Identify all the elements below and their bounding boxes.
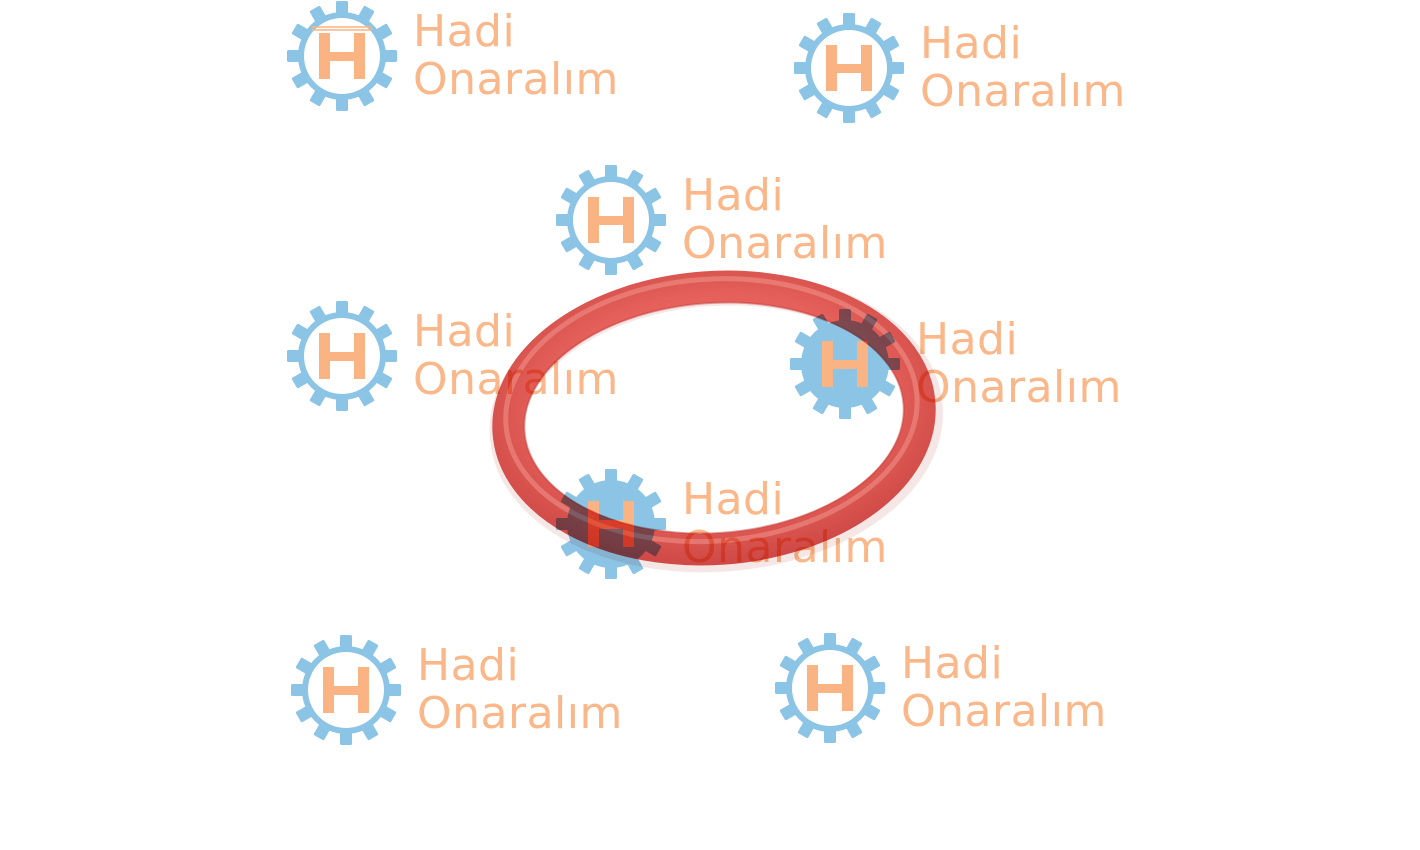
o-ring-body xyxy=(492,270,936,566)
o-ring-highlight xyxy=(503,276,920,545)
o-ring-inner-edge xyxy=(523,301,905,535)
